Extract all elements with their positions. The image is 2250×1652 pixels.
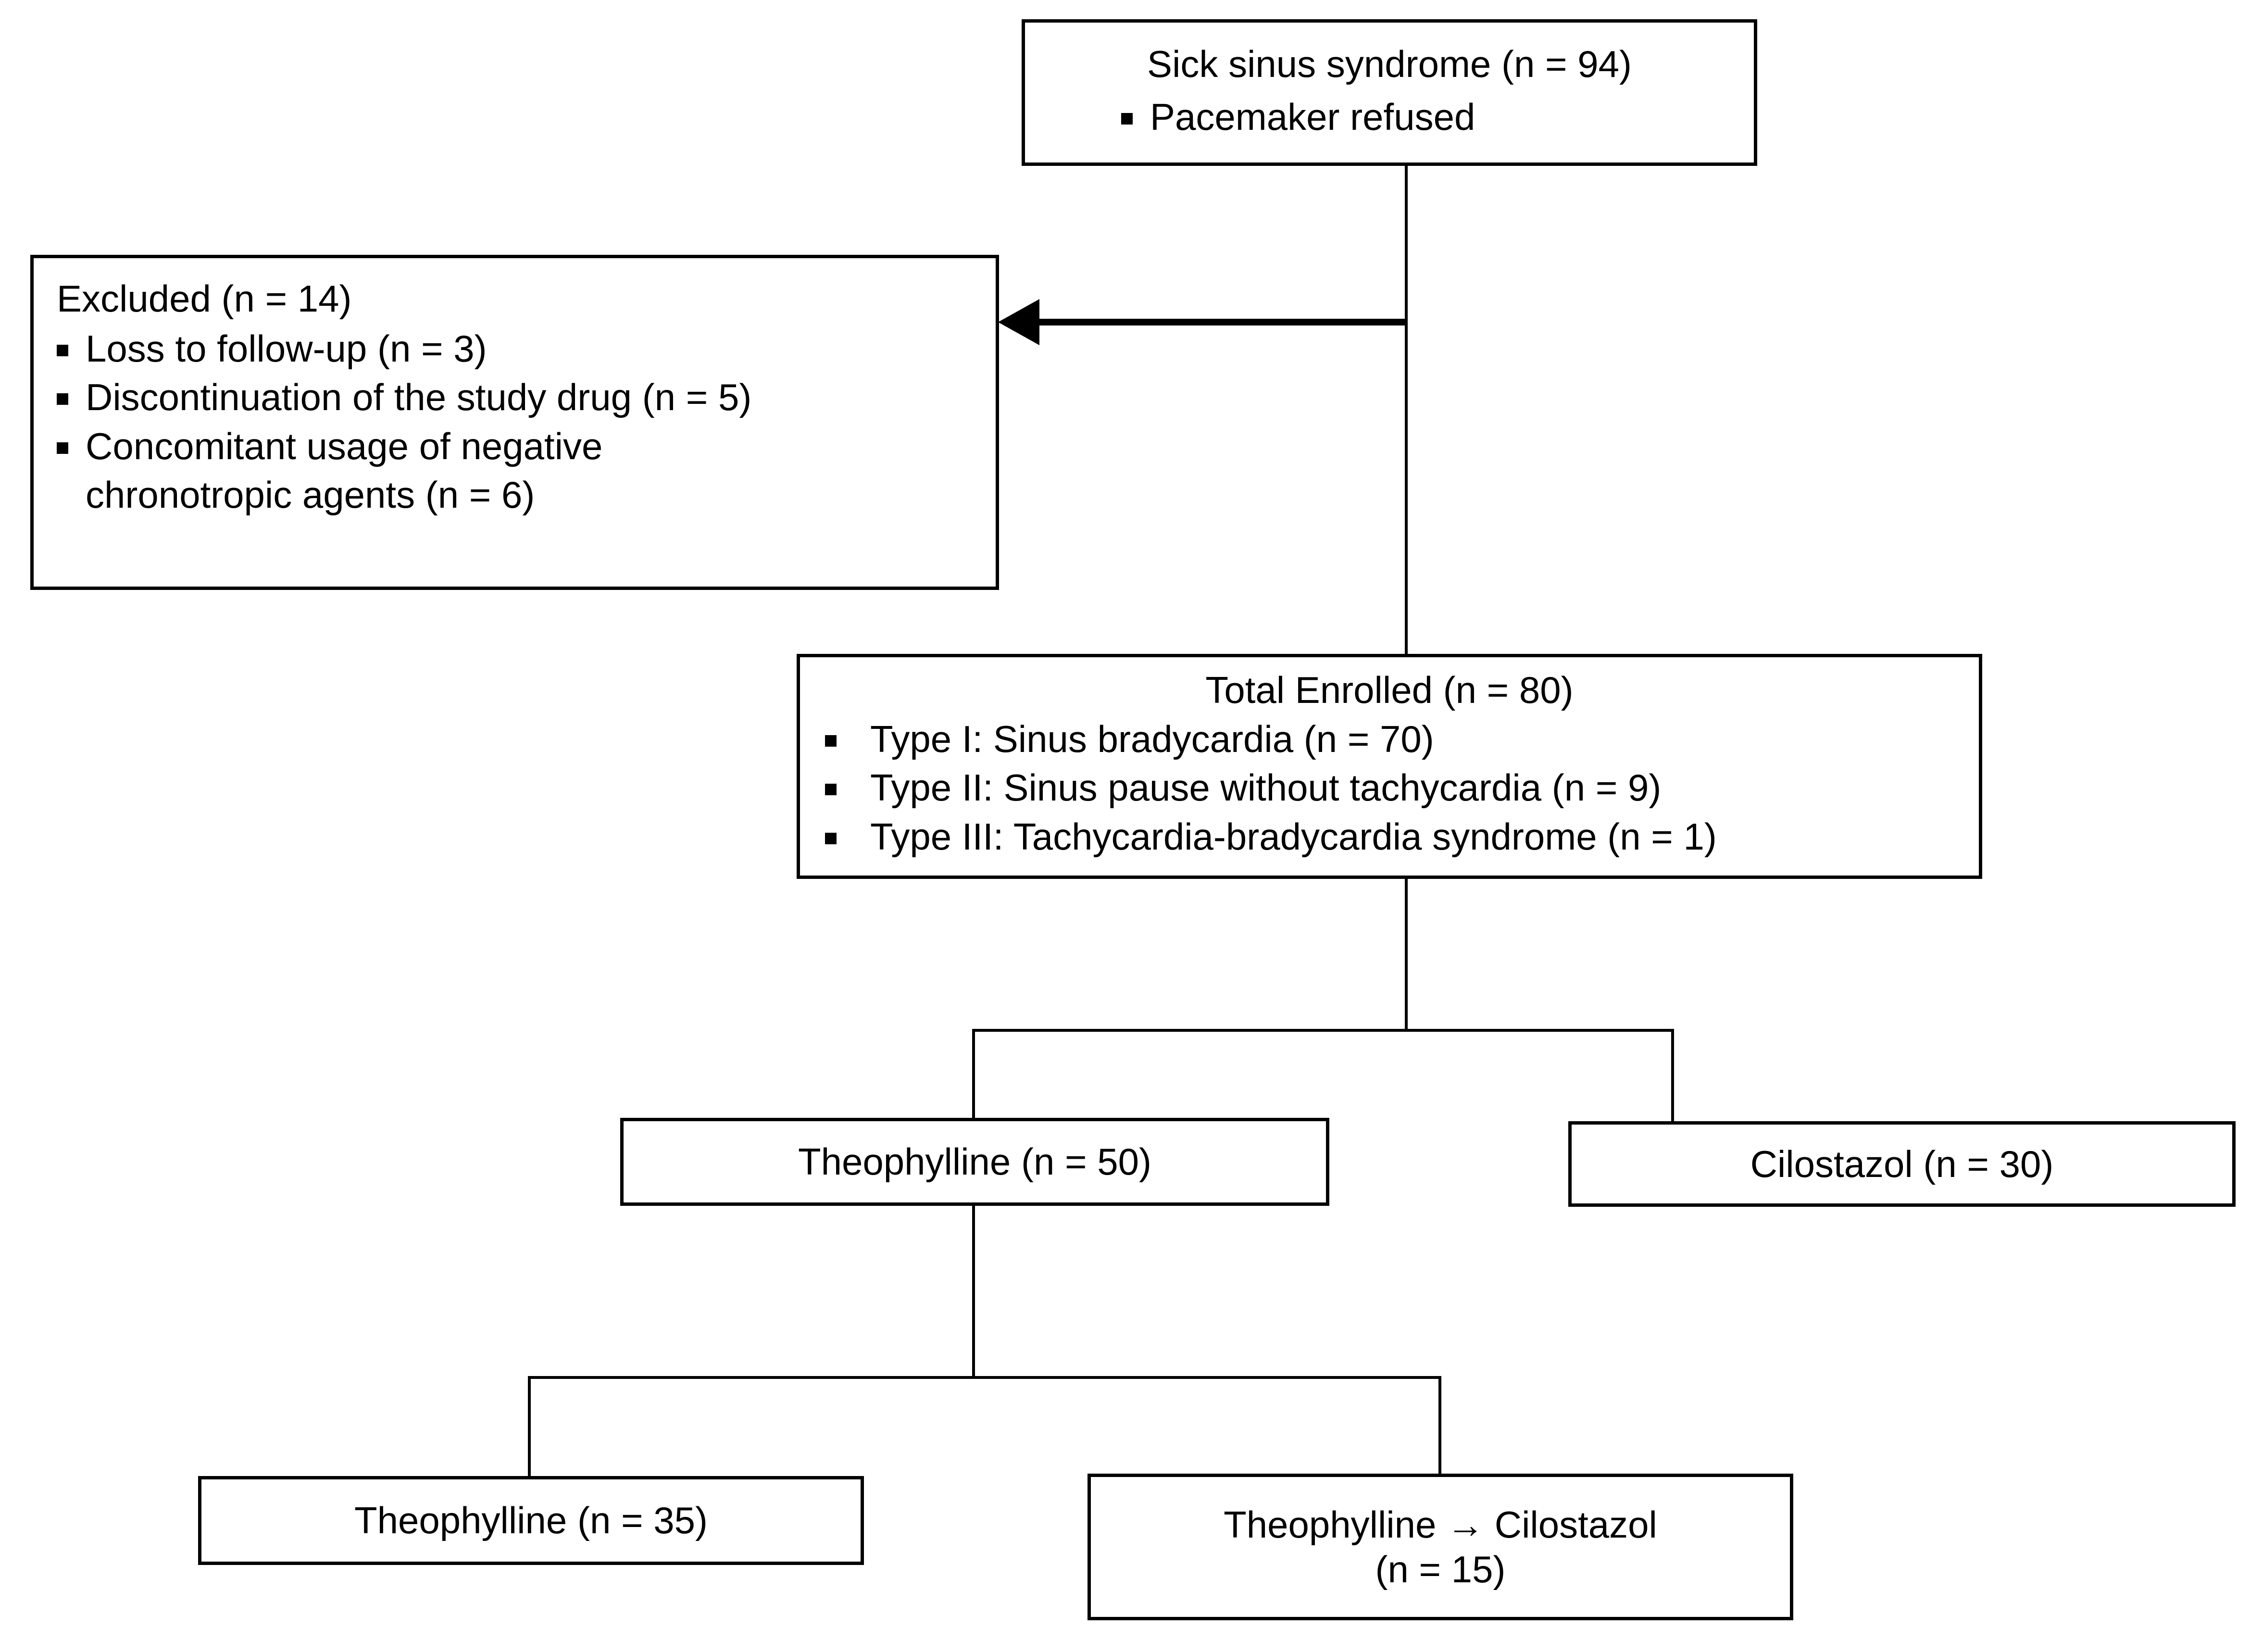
connector-source-to-enrolled xyxy=(1405,166,1408,655)
square-bullet-icon xyxy=(825,784,837,796)
list-item-label: Loss to follow-up (n = 3) xyxy=(86,327,487,370)
node-title-excluded: Excluded (n = 14) xyxy=(57,277,352,320)
connector-split-bar-level1 xyxy=(972,1029,1674,1032)
connector-split-bar-level2 xyxy=(528,1376,1441,1379)
connector-to-theophylline-cilostazol-15 xyxy=(1438,1376,1441,1475)
node-sick-sinus-syndrome[interactable]: Sick sinus syndrome (n = 94) Pacemaker r… xyxy=(1022,19,1757,166)
node-title-theophylline-to-cilostazol-15: Theophylline → Cilostazol xyxy=(1224,1503,1657,1546)
list-item: Pacemaker refused xyxy=(1121,93,1754,141)
node-title-total-enrolled: Total Enrolled (n = 80) xyxy=(1205,669,1574,711)
list-item: Type III: Tachycardia-bradycardia syndro… xyxy=(825,813,1979,861)
list-item: Concomitant usage of negative chronotrop… xyxy=(57,422,996,520)
bullet-list-excluded: Loss to follow-up (n = 3) Discontinuatio… xyxy=(57,325,996,520)
node-theophylline-to-cilostazol-15[interactable]: Theophylline → Cilostazol (n = 15) xyxy=(1088,1474,1793,1620)
connector-to-theophylline-50 xyxy=(972,1029,975,1120)
list-item: Discontinuation of the study drug (n = 5… xyxy=(57,373,996,422)
list-item-label: Concomitant usage of negative chronotrop… xyxy=(86,425,603,516)
square-bullet-icon xyxy=(57,442,68,454)
node-subtitle-theophylline-to-cilostazol-15: (n = 15) xyxy=(1375,1548,1506,1590)
square-bullet-icon xyxy=(57,345,68,357)
list-item-label: Type I: Sinus bradycardia (n = 70) xyxy=(870,718,1434,761)
connector-enrolled-stem xyxy=(1405,877,1408,1031)
node-title-cilostazol-30: Cilostazol (n = 30) xyxy=(1750,1142,2054,1185)
connector-source-to-excluded-shaft xyxy=(1038,319,1406,325)
list-item-label: Discontinuation of the study drug (n = 5… xyxy=(86,376,752,419)
node-title-sick-sinus-syndrome: Sick sinus syndrome (n = 94) xyxy=(1147,42,1632,85)
node-total-enrolled[interactable]: Total Enrolled (n = 80) Type I: Sinus br… xyxy=(797,654,1982,879)
square-bullet-icon xyxy=(57,393,68,405)
node-title-theophylline-50: Theophylline (n = 50) xyxy=(798,1140,1151,1183)
list-item-label: Pacemaker refused xyxy=(1150,95,1475,138)
square-bullet-icon xyxy=(825,735,837,747)
bullet-list-source: Pacemaker refused xyxy=(1025,93,1754,141)
list-item: Type I: Sinus bradycardia (n = 70) xyxy=(825,715,1979,763)
list-item-label: Type II: Sinus pause without tachycardia… xyxy=(870,766,1662,809)
list-item: Type II: Sinus pause without tachycardia… xyxy=(825,763,1979,812)
connector-source-to-excluded-arrowhead xyxy=(998,299,1039,345)
square-bullet-icon xyxy=(1121,113,1133,125)
connector-theophylline-50-stem xyxy=(972,1204,975,1379)
node-theophylline-35[interactable]: Theophylline (n = 35) xyxy=(198,1476,864,1565)
bullet-list-enrolled: Type I: Sinus bradycardia (n = 70) Type … xyxy=(800,715,1979,861)
square-bullet-icon xyxy=(825,832,837,844)
connector-to-theophylline-35 xyxy=(528,1376,531,1477)
node-cilostazol-30[interactable]: Cilostazol (n = 30) xyxy=(1568,1121,2236,1207)
connector-to-cilostazol-30 xyxy=(1671,1029,1674,1123)
node-title-theophylline-35: Theophylline (n = 35) xyxy=(354,1499,708,1542)
list-item-label: Type III: Tachycardia-bradycardia syndro… xyxy=(870,815,1717,858)
node-excluded[interactable]: Excluded (n = 14) Loss to follow-up (n =… xyxy=(30,255,999,590)
list-item: Loss to follow-up (n = 3) xyxy=(57,325,996,373)
node-theophylline-50[interactable]: Theophylline (n = 50) xyxy=(620,1118,1329,1206)
